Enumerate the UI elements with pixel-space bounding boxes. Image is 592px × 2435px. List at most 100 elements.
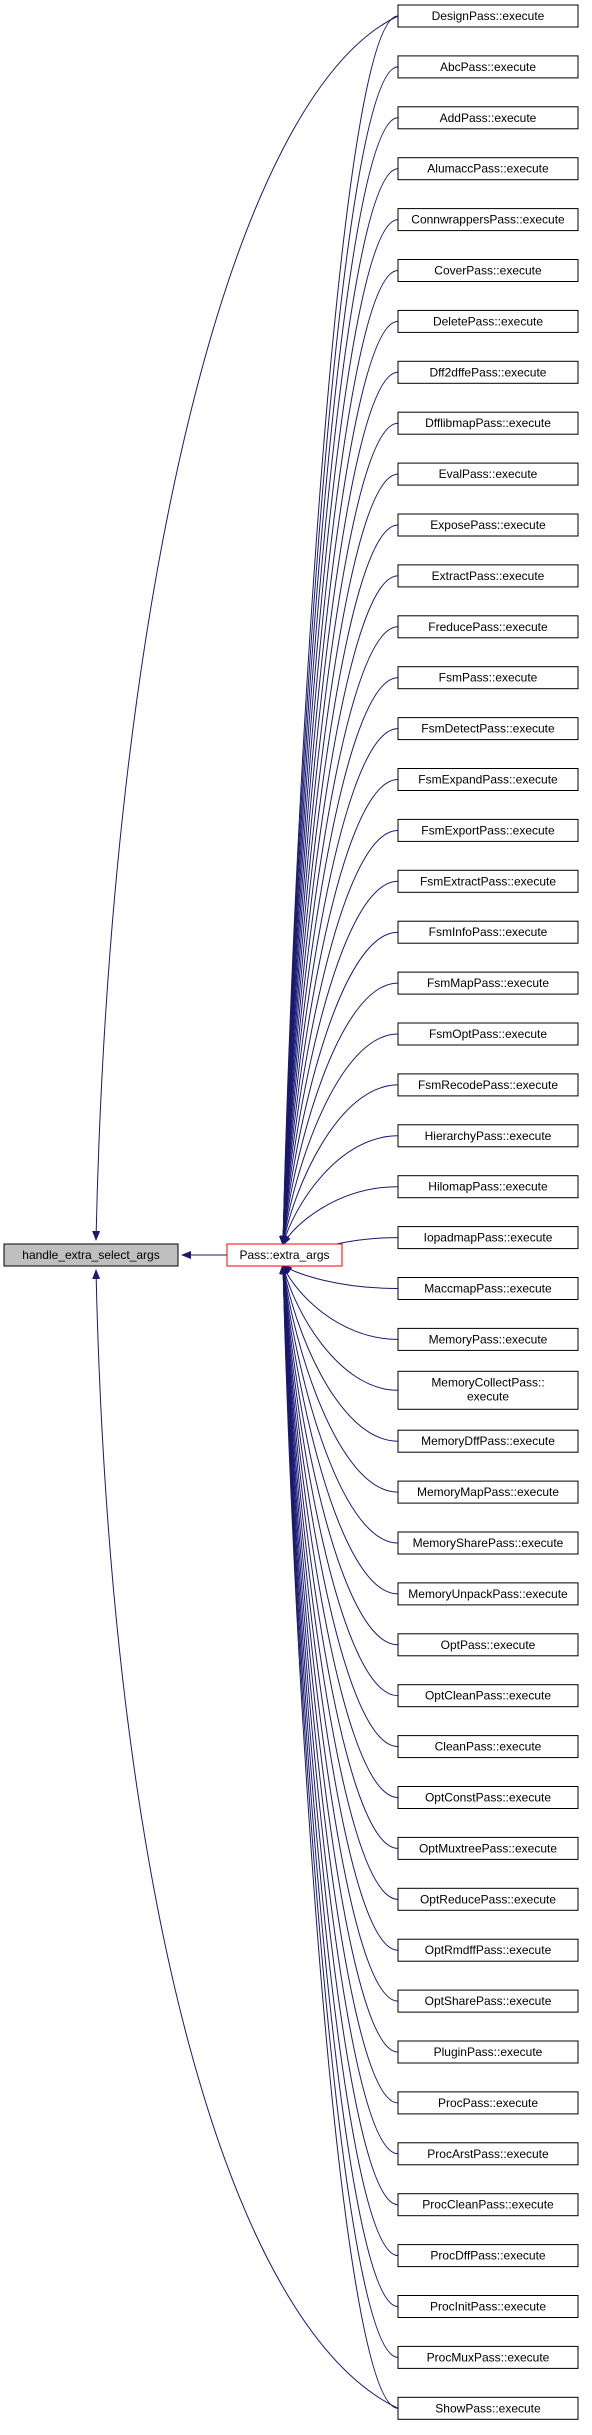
caller-node[interactable]: FsmRecodePass::execute [397,1073,579,1097]
caller-node-label: FsmExportPass::execute [421,823,555,837]
caller-node[interactable]: IopadmapPass::execute [397,1226,579,1250]
caller-node[interactable]: DfflibmapPass::execute [397,411,579,435]
caller-node[interactable]: AlumaccPass::execute [397,157,579,181]
caller-node-label: CleanPass::execute [435,1740,542,1754]
caller-node-label: OptPass::execute [441,1638,536,1652]
edge-caller-to-middle [279,829,399,1246]
caller-node[interactable]: ConnwrappersPass::execute [397,208,579,232]
caller-node[interactable]: PluginPass::execute [397,2040,579,2064]
caller-node-box [397,564,579,588]
edge-caller-to-middle [279,931,399,1246]
caller-node[interactable]: DeletePass::execute [397,309,579,333]
caller-node[interactable]: HilomapPass::execute [397,1175,579,1199]
edge-caller-to-middle [279,1264,399,1900]
caller-node[interactable]: FsmExpandPass::execute [397,768,579,791]
caller-node[interactable]: ShowPass::execute [397,2396,579,2420]
edge-caller-to-middle [279,1264,399,1697]
caller-node[interactable]: FsmOptPass::execute [397,1022,579,1046]
caller-node[interactable]: ProcDffPass::execute [397,2244,579,2268]
edge-caller-to-middle [279,219,399,1246]
caller-node[interactable]: OptMuxtreePass::execute [397,1836,579,1860]
caller-node[interactable]: FsmExtractPass::execute [397,869,579,893]
caller-node-box [397,259,579,282]
edge-caller-to-middle [279,1264,399,1849]
root-node[interactable]: handle_extra_select_args [3,1243,179,1267]
caller-node[interactable]: ProcInitPass::execute [397,2295,579,2318]
caller-node[interactable]: OptConstPass::execute [397,1786,579,1809]
caller-node-box [397,920,579,944]
caller-node[interactable]: MaccmapPass::execute [397,1277,579,1300]
caller-node-label: OptMuxtreePass::execute [419,1841,557,1855]
caller-node-box [397,1022,579,1046]
caller-node[interactable]: OptPass::execute [397,1633,579,1657]
root-node-label: handle_extra_select_args [22,1248,159,1262]
edge-caller-to-middle [280,1033,399,1246]
caller-node-label: ShowPass::execute [435,2401,541,2415]
caller-node[interactable]: FsmMapPass::execute [397,971,579,995]
caller-node-box [397,1175,579,1199]
edge-caller-to-middle [279,728,399,1246]
caller-node[interactable]: AbcPass::execute [397,55,579,79]
caller-node[interactable]: MemoryPass::execute [397,1327,579,1351]
caller-node-label: OptReducePass::execute [420,1892,556,1906]
caller-node-box [397,1124,579,1148]
caller-node[interactable]: OptSharePass::execute [397,1989,579,2013]
caller-node-label: ProcMuxPass::execute [427,2350,550,2364]
caller-node-box [397,869,579,893]
caller-node[interactable]: FsmPass::execute [397,666,579,690]
caller-node[interactable]: FsmExportPass::execute [397,818,579,842]
caller-node[interactable]: EvalPass::execute [397,462,579,486]
caller-node[interactable]: MemoryCollectPass::execute [397,1370,579,1410]
edge-caller-to-middle [279,1264,399,2409]
caller-node[interactable]: ProcPass::execute [397,2091,579,2115]
caller-node[interactable]: MemorySharePass::execute [397,1531,579,1555]
caller-node-box [397,1429,579,1453]
caller-node[interactable]: CoverPass::execute [397,259,579,282]
caller-node[interactable]: CleanPass::execute [397,1735,579,1759]
edge-caller-to-middle [279,1264,399,2053]
caller-node[interactable]: MemoryMapPass::execute [397,1480,579,1504]
caller-node[interactable]: OptReducePass::execute [397,1887,579,1911]
caller-node-label: ProcCleanPass::execute [422,2198,554,2212]
caller-node-box [397,360,579,384]
caller-node-box [397,2345,579,2369]
middle-node[interactable]: Pass::extra_args [226,1243,343,1267]
caller-node-box [397,411,579,435]
edge-caller-to-middle [279,1264,399,2155]
caller-node-label: OptRmdffPass::execute [425,1943,552,1957]
caller-node[interactable]: AddPass::execute [397,106,579,130]
caller-node[interactable]: MemoryDffPass::execute [397,1429,579,1453]
caller-node[interactable]: ExposePass::execute [397,513,579,537]
edge-caller-to-middle [279,779,399,1246]
caller-node-label: FreducePass::execute [428,620,548,634]
edge-caller-to-middle [282,1186,399,1246]
caller-node-box [397,462,579,486]
caller-node[interactable]: MemoryUnpackPass::execute [397,1582,579,1606]
caller-node-box [397,2295,579,2318]
caller-node[interactable]: Dff2dffePass::execute [397,360,579,384]
caller-node[interactable]: OptRmdffPass::execute [397,1938,579,1962]
caller-node[interactable]: ProcArstPass::execute [397,2142,579,2166]
caller-node[interactable]: OptCleanPass::execute [397,1684,579,1708]
caller-node[interactable]: ProcCleanPass::execute [397,2193,579,2217]
caller-node-label: DeletePass::execute [433,314,543,328]
caller-node-box [397,157,579,181]
caller-node[interactable]: DesignPass::execute [397,4,579,28]
caller-node[interactable]: ProcMuxPass::execute [397,2345,579,2369]
edge-caller-to-middle [280,1084,399,1246]
caller-node[interactable]: FreducePass::execute [397,615,579,639]
caller-node-label: ProcPass::execute [438,2096,538,2110]
caller-node[interactable]: FsmInfoPass::execute [397,920,579,944]
caller-node-box [397,971,579,995]
caller-node-box [397,1938,579,1962]
caller-node[interactable]: ExtractPass::execute [397,564,579,588]
caller-node-label: MemoryMapPass::execute [417,1485,559,1499]
caller-node-label: DfflibmapPass::execute [425,416,551,430]
caller-node-label: IopadmapPass::execute [424,1231,553,1245]
caller-node-box [397,513,579,537]
edge-caller-to-middle [279,1264,399,1646]
caller-node[interactable]: HierarchyPass::execute [397,1124,579,1148]
caller-node[interactable]: FsmDetectPass::execute [397,717,579,741]
caller-node-box [397,1684,579,1708]
caller-node-box [397,1073,579,1097]
